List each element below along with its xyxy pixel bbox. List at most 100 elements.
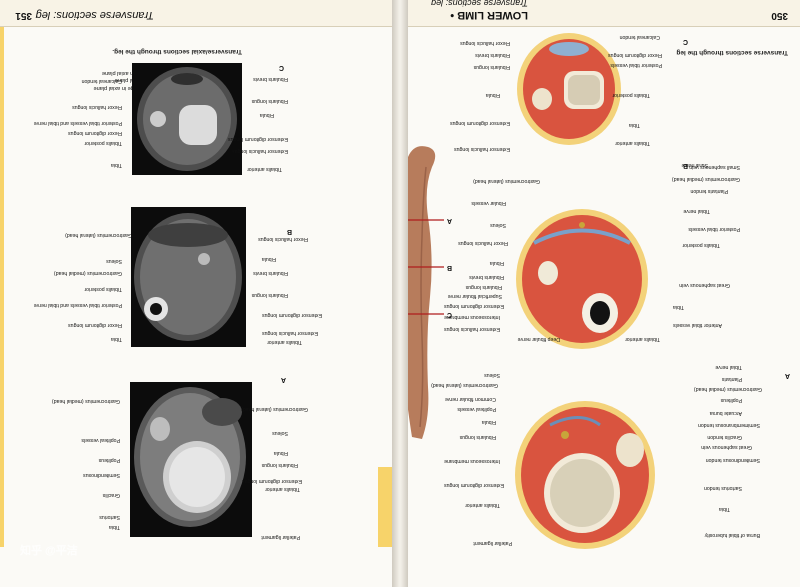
label: Soleus	[106, 258, 122, 264]
label: Great saphenous vein	[679, 282, 730, 288]
label: Extensor digitorum longus	[444, 482, 504, 488]
label: Popliteal vessels	[457, 406, 496, 412]
label: Tibia	[110, 336, 122, 342]
label: Flexor digitorum longus	[68, 130, 122, 136]
book-gutter	[392, 0, 408, 587]
mri-image-a	[130, 382, 252, 537]
mri-c-scan	[137, 67, 237, 171]
label: Gastrocnemius (lateral head)	[65, 232, 132, 238]
label: Fibula	[273, 450, 288, 456]
mri-a-letter: A	[280, 376, 286, 383]
label: Fibularis brevis	[475, 52, 510, 58]
label: Patellar ligament	[473, 540, 512, 546]
label: Fibularis longus	[251, 98, 288, 104]
right-page: Transverse sections: leg 351 Transverse/…	[0, 0, 392, 587]
label: Posterior tibial vessels	[688, 226, 740, 232]
watermark: 知乎 @平洁	[20, 545, 78, 557]
label: Semimembranosus tendon	[698, 422, 760, 428]
label: Fibularis brevis	[469, 274, 504, 280]
panel-a-illustration	[515, 401, 655, 549]
label: Tibialis anterior	[615, 140, 650, 146]
label: Posterior tibial vessels	[610, 62, 662, 68]
mri-c-letter: C	[278, 64, 284, 71]
label: Tibialis posterior	[84, 286, 122, 292]
label: Soleus	[490, 222, 506, 228]
label: Extensor hallucis longus	[262, 330, 318, 336]
running-head: Transverse sections: leg	[35, 9, 154, 21]
label: Great saphenous vein	[701, 444, 752, 450]
label: Extensor hallucis longus	[444, 326, 500, 332]
panel-a-letter: A	[784, 372, 790, 379]
label: Gracilis	[102, 492, 120, 498]
mri-a-scan	[134, 387, 246, 527]
label: Plantaris	[721, 376, 742, 382]
label: Calcaneal tendon	[81, 78, 122, 84]
page-number: 351	[15, 10, 32, 21]
label: Interosseous membrane	[444, 314, 500, 320]
label: Popliteus	[720, 397, 742, 403]
panel-b-illustration	[516, 209, 648, 349]
fibula-bone	[616, 433, 644, 467]
label: Fibula	[481, 419, 496, 425]
label: Popliteus	[98, 457, 120, 463]
label: Extensor digitorum longus	[242, 478, 302, 484]
leg-photo	[408, 146, 444, 439]
leg-marker-a: A	[446, 217, 452, 224]
label: Sartorius	[99, 514, 120, 520]
label: Tibialis posterior	[682, 242, 720, 248]
label: Fibular vessels	[471, 200, 506, 206]
label: Fibularis longus	[251, 292, 288, 298]
label: Tibia	[108, 524, 120, 530]
label: Anterior tibial vessels	[672, 322, 722, 328]
label: Gastrocnemius (medial head)	[671, 176, 740, 182]
label: Fibula	[261, 256, 276, 262]
label: Popliteal vessels	[81, 437, 120, 443]
label: Extensor hallucis longus	[232, 148, 288, 154]
fibula-bone	[532, 88, 552, 110]
yellow-side-tab	[378, 467, 392, 547]
label: Sartorius tendon	[703, 485, 742, 491]
label: Tibialis anterior	[465, 502, 500, 508]
label: Tibial nerve	[715, 364, 742, 370]
label: Tibia	[718, 506, 730, 512]
label: Posterior tibial vessels and tibial nerv…	[33, 120, 122, 126]
mri-image-b	[131, 207, 246, 347]
label: Fibula	[489, 260, 504, 266]
label: Arcuate bursa	[709, 410, 742, 416]
mri-b-scan	[134, 213, 242, 341]
label: Tibialis posterior	[612, 92, 650, 98]
label: Fibularis longus	[261, 462, 298, 468]
label: Gastrocnemius (medial head)	[53, 270, 122, 276]
label: Extensor digitorum longus	[228, 136, 288, 142]
mri-image-c	[132, 63, 242, 175]
label: Bursa of tibial tuberosity	[704, 532, 760, 538]
label: Tibialis anterior	[267, 339, 302, 345]
label: Tibial nerve	[683, 208, 710, 214]
label: Gastrocnemius (medial head)	[51, 398, 120, 404]
label: Interosseous membrane	[444, 458, 500, 464]
label: Flexor hallucis longus	[458, 240, 508, 246]
label: Flexor hallucis longus	[258, 236, 308, 242]
label: Gastrocnemius (lateral head)	[473, 178, 540, 184]
label: Semitendinosus tendon	[705, 457, 760, 463]
panel-c-illustration	[517, 33, 621, 145]
label: Small saphenous vein	[689, 164, 740, 170]
label: Tibia	[672, 304, 684, 310]
figure-title: Transverse/axial sections through the le…	[112, 48, 242, 55]
mri-b-letter: B	[286, 228, 292, 235]
label: Semitendinosus	[83, 472, 120, 478]
label: Extensor digitorum longus	[450, 120, 510, 126]
panel-c-letter: C	[682, 38, 688, 45]
label: Gastrocnemius (medial head)	[693, 386, 762, 392]
label: Flexor hallucis longus	[460, 40, 510, 46]
label: Fibularis longus	[473, 64, 510, 70]
label: Flexor digitorum longus	[608, 52, 662, 58]
label: Flexor hallucis longus	[72, 104, 122, 110]
label: Tibialis posterior	[84, 140, 122, 146]
label: Soleus	[484, 372, 500, 378]
label: Tibialis anterior	[247, 166, 282, 172]
fibula-bone	[538, 261, 558, 285]
label: Patellar ligament	[261, 534, 300, 540]
label: Gastrocnemius (lateral head)	[431, 382, 498, 388]
label: Fibularis brevis	[253, 270, 288, 276]
